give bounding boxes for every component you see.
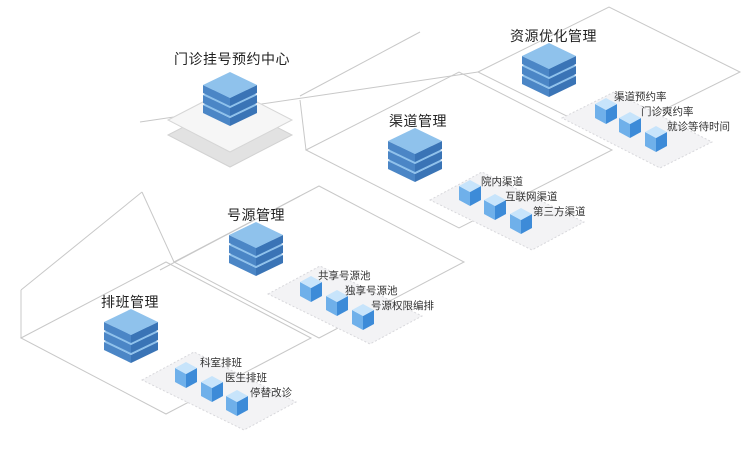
- item-label-shared-pool: 共享号源池: [318, 270, 371, 282]
- item-label-permission-arrange: 号源权限编排: [371, 300, 434, 312]
- item-label-internet-channel: 互联网渠道: [505, 191, 558, 203]
- connector-line: [159, 195, 301, 271]
- connector-line: [299, 31, 421, 97]
- tile-channel: [304, 71, 614, 229]
- channel-server-icon: [388, 128, 442, 182]
- icon-layer: [104, 43, 667, 416]
- cube-icon: [352, 304, 374, 330]
- source-server-icon: [229, 222, 283, 276]
- cube-icon: [484, 194, 506, 220]
- module-title-source: 号源管理: [227, 208, 285, 224]
- resource-optimization-server-icon: [522, 43, 576, 97]
- cube-icon: [175, 362, 197, 388]
- item-label-third-party-channel: 第三方渠道: [533, 206, 586, 218]
- cube-icon: [619, 112, 641, 138]
- item-label-wait-time: 就诊等待时间: [667, 121, 730, 133]
- item-label-substitute: 停替改诊: [250, 387, 292, 399]
- cube-icon: [326, 290, 348, 316]
- cube-icon: [226, 390, 248, 416]
- item-label-in-hospital-channel: 院内渠道: [481, 176, 523, 188]
- item-label-exclusive-pool: 独享号源池: [345, 285, 398, 297]
- center-server-icon: [203, 72, 257, 126]
- cube-icon: [510, 208, 532, 234]
- connector-line: [20, 191, 143, 291]
- outline-layer: [19, 6, 742, 415]
- cube-icon: [201, 376, 223, 402]
- item-label-no-show-rate: 门诊爽约率: [641, 106, 694, 118]
- cube-icon: [300, 276, 322, 302]
- item-label-doctor-schedule: 医生排班: [225, 372, 267, 384]
- connector-line: [141, 191, 175, 263]
- module-title-channel: 渠道管理: [389, 114, 447, 130]
- item-label-channel-booking-rate: 渠道预约率: [614, 91, 667, 103]
- module-title-schedule: 排班管理: [101, 295, 159, 311]
- cube-icon: [595, 98, 617, 124]
- item-label-dept-schedule: 科室排班: [200, 357, 242, 369]
- center-title: 门诊挂号预约中心: [174, 52, 290, 68]
- cube-icon: [459, 180, 481, 206]
- tile-resource-optimization: [476, 6, 742, 138]
- schedule-server-icon: [104, 309, 158, 363]
- connector-line: [299, 99, 307, 151]
- module-title-resource-optimization: 资源优化管理: [510, 29, 597, 45]
- cube-icon: [645, 126, 667, 152]
